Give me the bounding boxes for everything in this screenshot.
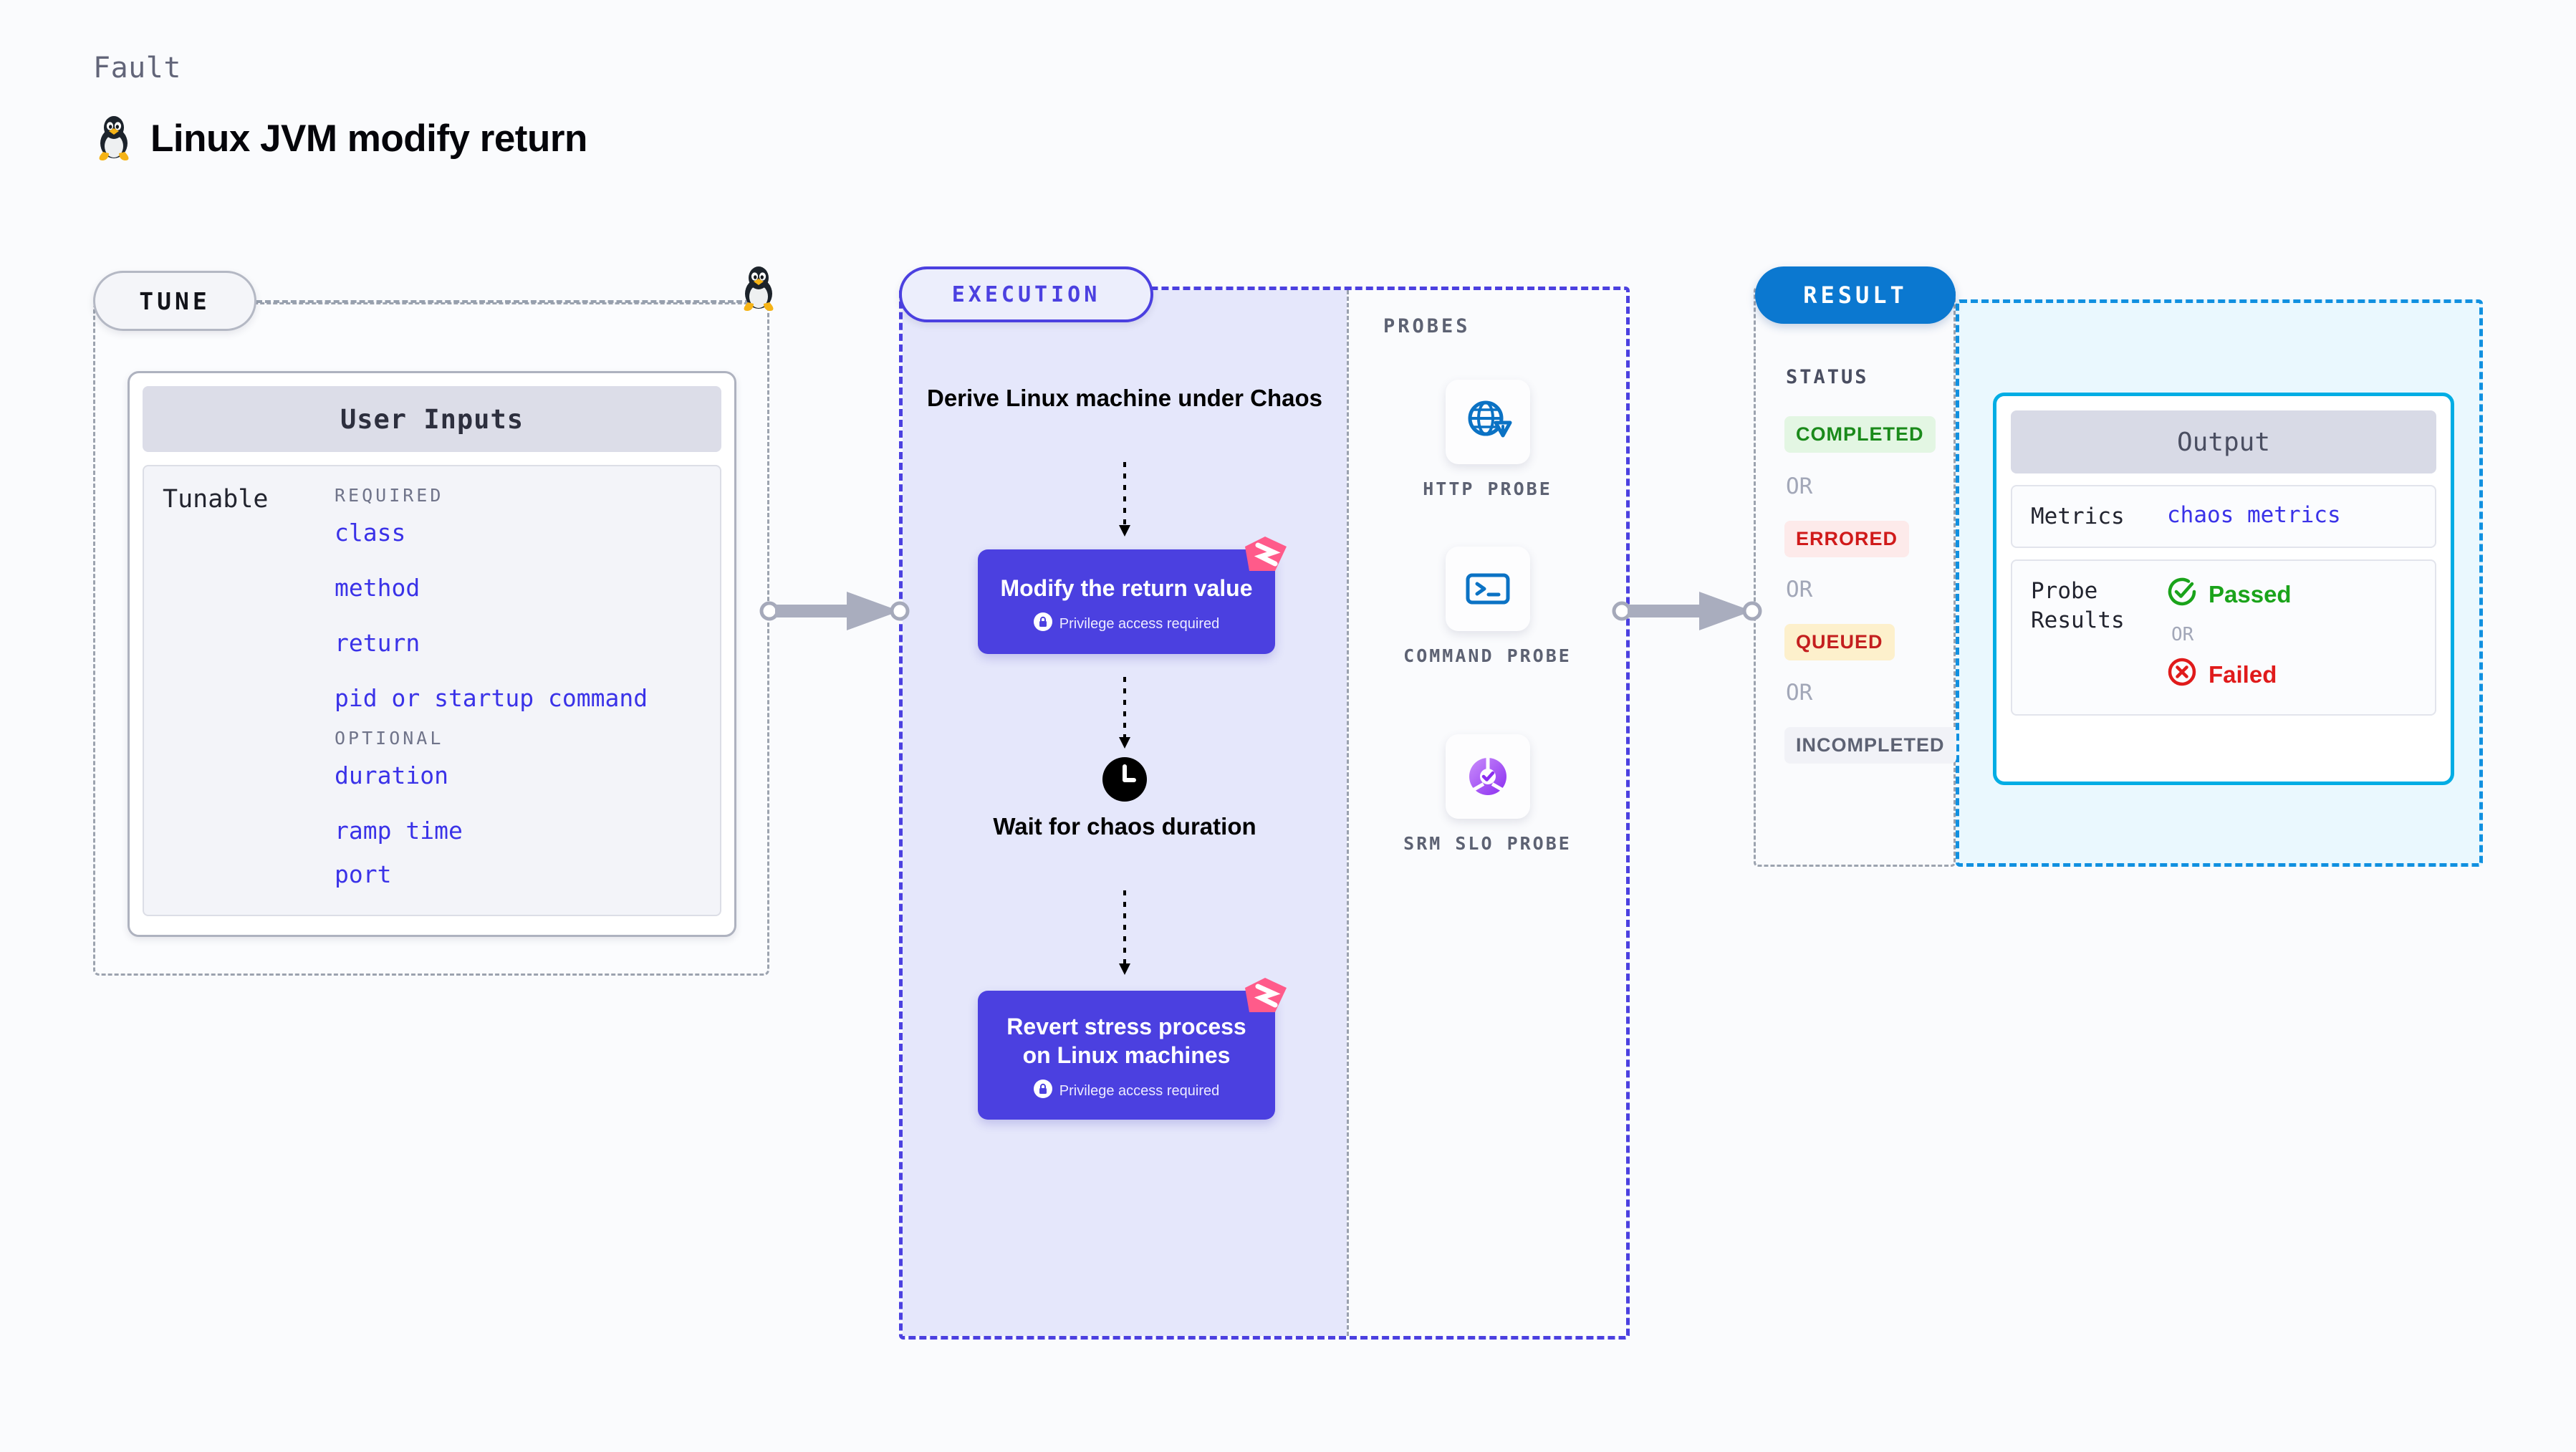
connector-arrow-tune-to-execution: [759, 589, 910, 637]
fault-eyebrow-label: Fault: [93, 52, 181, 85]
output-row-metrics: Metrics chaos metrics: [2011, 485, 2436, 549]
tunable-item[interactable]: port: [335, 860, 392, 888]
execution-flow-column: Derive Linux machine under Chaos Modify …: [903, 290, 1347, 1336]
tunable-item[interactable]: return: [335, 629, 420, 657]
check-circle-icon: [2167, 577, 2197, 612]
privilege-badge-label: Privilege access required: [1059, 1082, 1220, 1099]
probe-command[interactable]: COMMAND PROBE: [1349, 547, 1626, 668]
probe-results-values: Passed OR Failed: [2167, 577, 2292, 693]
privilege-badge: Privilege access required: [995, 1080, 1258, 1102]
output-card: Output Metrics chaos metrics Probe Resul…: [1993, 393, 2454, 785]
probe-result-failed: Failed: [2167, 657, 2292, 693]
status-or-3: OR: [1786, 680, 1813, 706]
stage-pill-tune[interactable]: TUNE: [93, 271, 256, 331]
output-metrics-value[interactable]: chaos metrics: [2167, 502, 2341, 528]
stage-pill-execution[interactable]: EXECUTION: [899, 266, 1153, 322]
output-title: Output: [2011, 410, 2436, 473]
probe-http[interactable]: HTTP PROBE: [1349, 380, 1626, 501]
probe-label: COMMAND PROBE: [1403, 645, 1572, 666]
tune-connector-line: [256, 300, 751, 303]
privilege-badge-label: Privilege access required: [1059, 615, 1220, 632]
probe-result-passed: Passed: [2167, 577, 2292, 612]
status-badge-incompleted: INCOMPLETED: [1784, 727, 1956, 764]
execution-panel: Derive Linux machine under Chaos Modify …: [899, 287, 1630, 1340]
action-card-title: Modify the return value: [1000, 575, 1253, 601]
action-card-revert-stress[interactable]: Revert stress process on Linux machines …: [978, 978, 1287, 1120]
user-inputs-title: User Inputs: [143, 386, 721, 452]
terminal-icon: [1445, 547, 1530, 631]
flow-step-derive: Derive Linux machine under Chaos: [927, 385, 1322, 411]
harness-logo-icon: [1244, 976, 1288, 1020]
tunable-list: REQUIRED class method return pid or star…: [335, 485, 720, 915]
lock-icon: [1033, 612, 1052, 635]
probe-failed-label: Failed: [2209, 661, 2277, 688]
tunable-group-title-required: REQUIRED: [335, 485, 444, 506]
action-card-modify-return[interactable]: Modify the return value Privilege access…: [978, 537, 1287, 654]
status-label: STATUS: [1786, 366, 1869, 388]
probe-passed-label: Passed: [2209, 581, 2292, 608]
lock-icon: [1033, 1080, 1052, 1102]
privilege-badge: Privilege access required: [995, 612, 1258, 635]
stage-pill-result[interactable]: RESULT: [1755, 266, 1956, 324]
harness-logo-icon: [1244, 535, 1288, 579]
tunable-item[interactable]: method: [335, 574, 420, 602]
tunable-item[interactable]: duration: [335, 761, 448, 789]
flow-arrow-2: [1115, 677, 1135, 759]
status-badge-completed: COMPLETED: [1784, 416, 1936, 453]
status-badge-errored: ERRORED: [1784, 521, 1910, 557]
tunable-group-title-optional: OPTIONAL: [335, 728, 444, 749]
probe-label: HTTP PROBE: [1423, 479, 1552, 499]
probes-title: PROBES: [1383, 315, 1471, 337]
result-status-region: STATUS COMPLETED OR ERRORED OR QUEUED OR…: [1754, 287, 1956, 867]
globe-warning-icon: [1445, 380, 1530, 464]
flow-arrow-3: [1115, 890, 1135, 987]
x-circle-icon: [2167, 657, 2197, 693]
status-or-2: OR: [1786, 577, 1813, 602]
probes-column: PROBES HTTP PROBE: [1347, 290, 1626, 1336]
tunable-item[interactable]: ramp time: [335, 817, 463, 845]
page-title: Linux JVM modify return: [150, 117, 587, 160]
status-badge-queued: QUEUED: [1784, 624, 1895, 660]
probe-srm-slo[interactable]: SRM SLO PROBE: [1349, 734, 1626, 856]
slo-donut-check-icon: [1445, 734, 1530, 819]
linux-penguin-icon-connector: [738, 265, 779, 312]
output-probe-results-label: Probe Results: [2031, 578, 2125, 633]
probe-label: SRM SLO PROBE: [1403, 833, 1572, 854]
linux-penguin-icon: [93, 115, 135, 162]
flow-step-wait: Wait for chaos duration: [993, 813, 1256, 840]
page-title-row: Linux JVM modify return: [93, 115, 587, 162]
tunable-label: Tunable: [163, 485, 269, 514]
tunable-item[interactable]: class: [335, 519, 406, 547]
status-or-1: OR: [1786, 473, 1813, 499]
probe-results-or: OR: [2171, 624, 2194, 646]
output-metrics-label: Metrics: [2031, 504, 2125, 529]
clock-icon: [903, 757, 1347, 805]
user-inputs-card: User Inputs Tunable REQUIRED class metho…: [128, 371, 736, 937]
action-card-title: Revert stress process on Linux machines: [1006, 1014, 1246, 1068]
output-row-probe-results: Probe Results Passed OR: [2011, 559, 2436, 716]
tunable-item[interactable]: pid or startup command: [335, 684, 648, 712]
connector-arrow-execution-to-result: [1612, 589, 1762, 637]
tunable-body: Tunable REQUIRED class method return pid…: [143, 465, 721, 916]
flow-arrow-1: [1115, 462, 1135, 544]
